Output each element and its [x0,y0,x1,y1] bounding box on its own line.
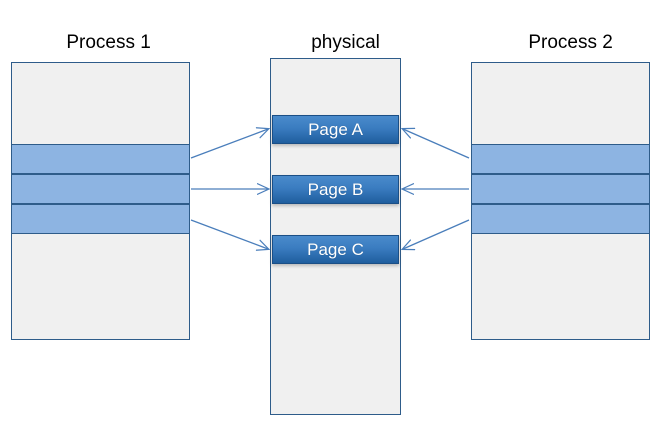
process-2-box [471,62,650,340]
process-1-segment-1 [12,144,189,174]
page-block-c: Page C [272,235,399,264]
page-c-label: Page C [307,239,364,259]
page-block-b: Page B [272,175,399,204]
page-block-a: Page A [272,115,399,144]
process-1-box [11,62,190,340]
process-1-title-line1: Process 1 [66,32,151,53]
process-1-segment-2 [12,174,189,204]
process-1-segment-3 [12,204,189,234]
arrow-child-seg3-to-page-c [403,219,470,249]
arrow-parent-seg3-to-page-c [190,219,268,249]
process-2-segment-3 [472,204,649,234]
process-2-segment-2 [472,174,649,204]
physical-memory-title-line1: physical [311,32,380,53]
process-2-segment-1 [472,144,649,174]
process-2-title-line1: Process 2 [528,32,613,53]
page-b-label: Page B [307,179,364,199]
page-a-label: Page A [308,119,363,139]
